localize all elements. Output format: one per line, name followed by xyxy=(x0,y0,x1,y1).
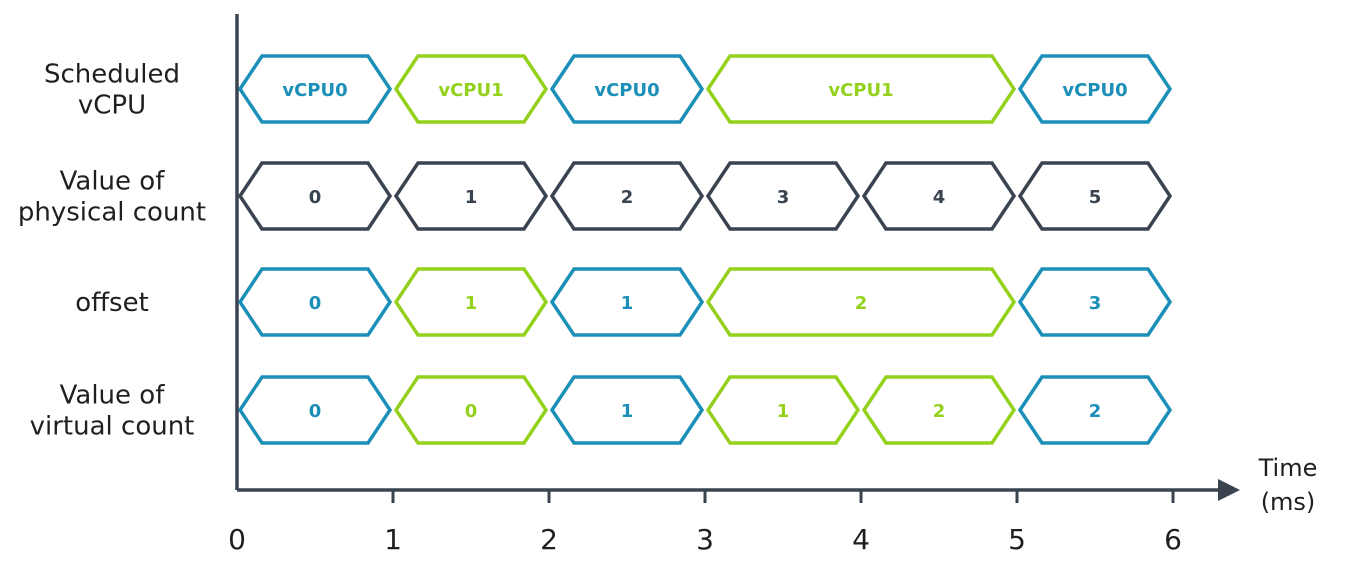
axis-tick-label: 4 xyxy=(852,523,870,556)
timeline-segment xyxy=(861,375,1017,445)
timeline-segment xyxy=(1017,54,1173,124)
axis-tick-label: 6 xyxy=(1164,523,1182,556)
timeline-segment xyxy=(237,375,393,445)
timeline-segment xyxy=(393,375,549,445)
time-axis: 0 1 2 3 4 5 6 Time (ms) xyxy=(228,14,1317,556)
segment-value: 3 xyxy=(1089,293,1102,314)
timeline-segment xyxy=(705,161,861,231)
axis-tick-label: 2 xyxy=(540,523,558,556)
row-label-line: physical count xyxy=(18,198,206,228)
timeline-segment xyxy=(705,54,1017,124)
timeline-segment xyxy=(1017,161,1173,231)
timeline-segment xyxy=(1017,375,1173,445)
row-label-line: vCPU xyxy=(78,91,146,121)
segment-value: 3 xyxy=(777,187,790,208)
segment-value: 2 xyxy=(621,187,634,208)
timeline-segments: vCPU0 vCPU1 vCPU0 vCPU1 vCPU0 0 1 2 3 4 5 0 1 1 2 3 0 0 1 1… xyxy=(237,54,1173,445)
segment-value: 0 xyxy=(465,401,478,422)
timeline-segment xyxy=(549,267,705,337)
row-label-line: Value of xyxy=(60,167,166,197)
segment-value: vCPU0 xyxy=(282,80,347,101)
timeline-segment xyxy=(549,161,705,231)
row-label-line: virtual count xyxy=(30,412,195,442)
segment-value: 0 xyxy=(309,401,322,422)
timeline-segment xyxy=(393,161,549,231)
axis-tick-label: 1 xyxy=(384,523,402,556)
segment-value: vCPU0 xyxy=(1062,80,1127,101)
row-label-line: Value of xyxy=(60,381,166,411)
segment-value: vCPU0 xyxy=(594,80,659,101)
segment-value: 0 xyxy=(309,293,322,314)
axis-ticks: 0 1 2 3 4 5 6 xyxy=(228,490,1182,556)
axis-tick-label: 5 xyxy=(1008,523,1026,556)
segment-value: 2 xyxy=(933,401,946,422)
segment-value: vCPU1 xyxy=(828,80,893,101)
axis-title-unit: (ms) xyxy=(1261,488,1316,516)
axis-arrowhead-icon xyxy=(1218,479,1240,501)
timeline-segment xyxy=(705,267,1017,337)
segment-value: 4 xyxy=(933,187,946,208)
segment-value: 1 xyxy=(777,401,790,422)
timeline-segment xyxy=(237,161,393,231)
segment-value: 1 xyxy=(621,293,634,314)
timeline-segment xyxy=(1017,267,1173,337)
segment-value: 1 xyxy=(465,293,478,314)
axis-tick-label: 3 xyxy=(696,523,714,556)
segment-value: 1 xyxy=(465,187,478,208)
timeline-segment xyxy=(237,54,393,124)
timeline-segment xyxy=(549,375,705,445)
row-label-line: offset xyxy=(75,288,149,318)
segment-value: 2 xyxy=(855,293,868,314)
segment-value: vCPU1 xyxy=(438,80,503,101)
row-label-line: Scheduled xyxy=(44,60,180,90)
timeline-segment xyxy=(393,54,549,124)
segment-value: 2 xyxy=(1089,401,1102,422)
axis-tick-label: 0 xyxy=(228,523,246,556)
timeline-segment xyxy=(861,161,1017,231)
axis-title-time: Time xyxy=(1258,454,1318,482)
timeline-segment xyxy=(705,375,861,445)
segment-value: 1 xyxy=(621,401,634,422)
timeline-segment xyxy=(393,267,549,337)
timeline-segment xyxy=(237,267,393,337)
segment-value: 5 xyxy=(1089,187,1102,208)
segment-value: 0 xyxy=(309,187,322,208)
timeline-segment xyxy=(549,54,705,124)
